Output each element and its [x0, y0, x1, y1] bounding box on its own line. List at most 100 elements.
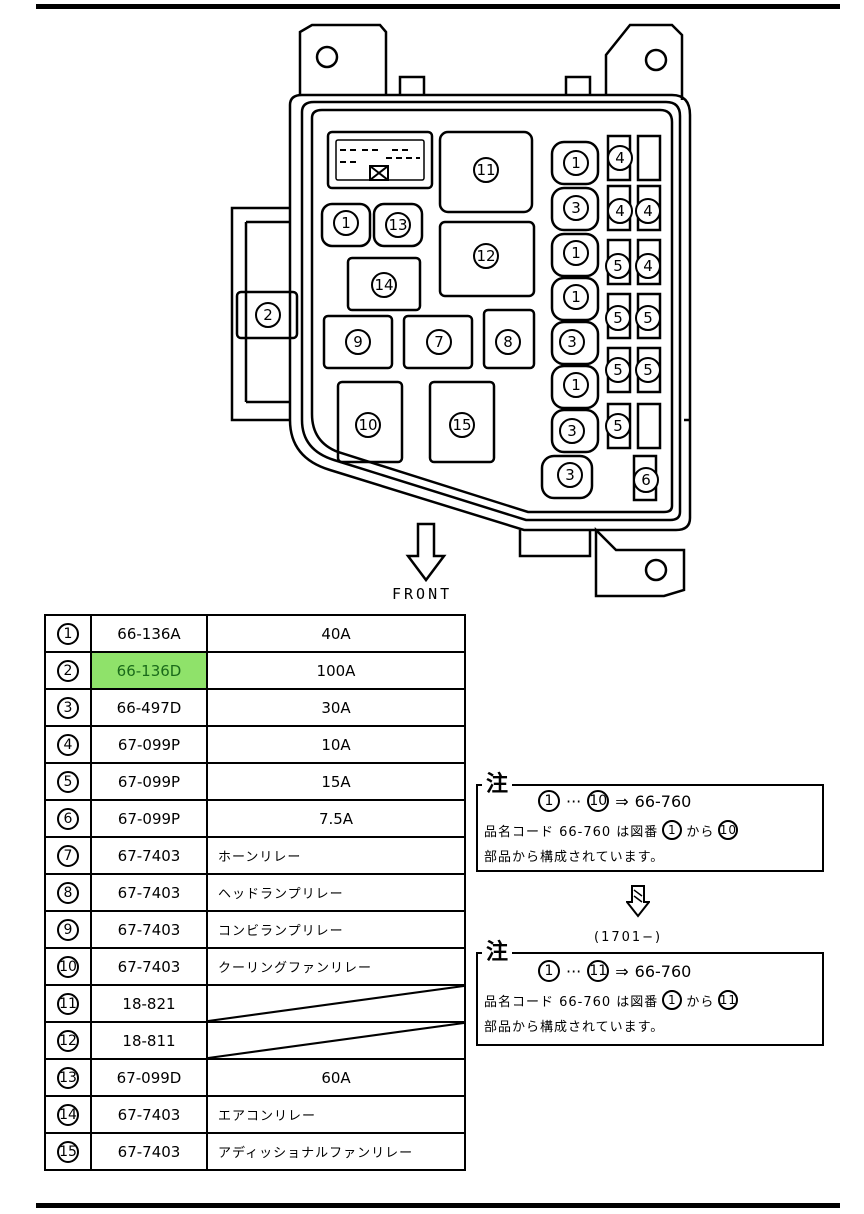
row-number-cell: 14	[44, 1095, 92, 1134]
callout-number: 2	[263, 306, 273, 324]
callout-number: 1	[571, 376, 581, 394]
callout-circle	[563, 240, 589, 266]
note-from-1: 1	[662, 820, 683, 840]
note-to-1: 10	[718, 820, 739, 840]
empty-cell-slash	[208, 1023, 464, 1058]
note-code-2: 66-760	[634, 961, 692, 981]
part-code: 66-497D	[90, 688, 208, 727]
callout-circle	[426, 329, 452, 355]
part-code: 67-099P	[90, 762, 208, 801]
row-number-cell: 10	[44, 947, 92, 986]
callout-number: 1	[571, 244, 581, 262]
note-text-a-1: 品名コード 66-760 は図番 1 から 10	[484, 820, 739, 840]
row-number-cell: 4	[44, 725, 92, 764]
row-number: 8	[57, 881, 79, 904]
row-number: 2	[57, 659, 79, 682]
row-number: 11	[57, 992, 79, 1015]
callout-circle	[563, 372, 589, 398]
callout-number: 5	[613, 361, 623, 379]
part-code: 67-7403	[90, 947, 208, 986]
callout-circle	[473, 243, 499, 269]
row-number-cell: 6	[44, 799, 92, 838]
callout-number: 13	[388, 216, 407, 234]
row-number: 15	[57, 1140, 79, 1163]
callout-circle	[385, 212, 411, 238]
part-description	[206, 984, 466, 1023]
note-arrow-2: ⇒	[615, 961, 629, 981]
part-description: 7.5A	[206, 799, 466, 838]
callout-number: 11	[476, 161, 495, 179]
callout-number: 7	[434, 333, 444, 351]
note-text-2b: 部品から構成されています。	[484, 1020, 665, 1035]
row-number-cell: 1	[44, 614, 92, 653]
note-dots-1: ···	[566, 791, 582, 811]
bottom-rule	[36, 1203, 840, 1208]
callout-number: 4	[643, 257, 653, 275]
part-description: コンビランプリレー	[206, 910, 466, 949]
callout-number: 5	[613, 257, 623, 275]
note-box-1	[476, 784, 824, 872]
callout-circle	[605, 413, 631, 439]
callout-circle	[633, 467, 659, 493]
note-arrow-1: ⇒	[615, 791, 629, 811]
callout-circle	[371, 272, 397, 298]
part-description: 30A	[206, 688, 466, 727]
part-description: ホーンリレー	[206, 836, 466, 875]
note-range-end-1: 10	[587, 790, 610, 812]
callout-number: 14	[374, 276, 393, 294]
callout-number: 4	[643, 202, 653, 220]
top-rule	[36, 4, 840, 9]
row-number: 5	[57, 770, 79, 793]
part-code: 67-7403	[90, 910, 208, 949]
callout-circle	[563, 284, 589, 310]
part-description	[206, 1021, 466, 1060]
callout-number: 1	[571, 154, 581, 172]
note-title-2: 注	[482, 934, 513, 966]
note-to-2: 11	[718, 990, 739, 1010]
note-kara-1: から	[686, 824, 715, 840]
row-number: 13	[57, 1066, 79, 1089]
callout-number: 8	[503, 333, 513, 351]
front-label: FRONT	[392, 585, 453, 603]
note-text-1b: 部品から構成されています。	[484, 850, 665, 865]
row-number-cell: 12	[44, 1021, 92, 1060]
row-number: 9	[57, 918, 79, 941]
note-from-2: 1	[662, 990, 683, 1010]
note-range-start-1: 1	[538, 790, 560, 812]
row-number: 3	[57, 696, 79, 719]
note-kara-2: から	[686, 994, 715, 1010]
part-description: クーリングファンリレー	[206, 947, 466, 986]
callout-circle	[605, 305, 631, 331]
row-number: 6	[57, 807, 79, 830]
part-code: 66-136A	[90, 614, 208, 653]
callout-number: 3	[567, 422, 577, 440]
note-range-2: 1 ··· 11 ⇒ 66-760	[538, 960, 691, 982]
note-text-b-2: 部品から構成されています。	[484, 1016, 664, 1035]
row-number: 12	[57, 1029, 79, 1052]
row-number-cell: 8	[44, 873, 92, 912]
row-number-cell: 2	[44, 651, 92, 690]
note-range-end-2: 11	[587, 960, 610, 982]
part-code: 67-099P	[90, 725, 208, 764]
row-number-cell: 15	[44, 1132, 92, 1171]
note-text-b-1: 部品から構成されています。	[484, 846, 664, 865]
part-description: 15A	[206, 762, 466, 801]
callout-number: 4	[615, 149, 625, 167]
callout-circle	[605, 253, 631, 279]
row-number: 10	[57, 955, 79, 978]
callout-number: 6	[641, 471, 651, 489]
callout-circle	[635, 305, 661, 331]
note-code-1: 66-760	[634, 791, 692, 811]
part-code: 67-099P	[90, 799, 208, 838]
part-description: 40A	[206, 614, 466, 653]
empty-cell-slash	[208, 986, 464, 1021]
row-number-cell: 9	[44, 910, 92, 949]
